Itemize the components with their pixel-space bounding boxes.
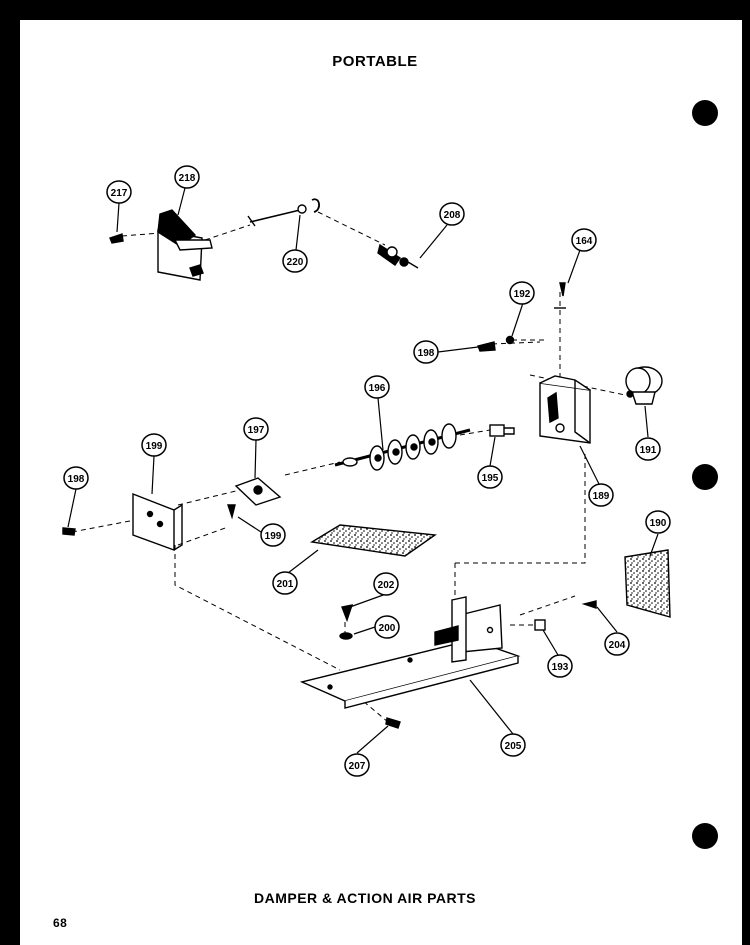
screw-198-part: [477, 341, 496, 352]
callout-164: 164: [571, 228, 597, 252]
callout-201: 201: [272, 571, 298, 595]
callout-200: 200: [374, 615, 400, 639]
callout-195: 195: [477, 465, 503, 489]
washer-192-part: [505, 335, 515, 345]
callout-199-top: 199: [141, 433, 167, 457]
svg-text:202: 202: [378, 580, 395, 591]
bracket-199-part: [132, 492, 183, 552]
svg-text:164: 164: [576, 236, 593, 247]
svg-text:220: 220: [287, 257, 304, 268]
damper-rod-220-part: [247, 198, 320, 227]
screw-207-part: [385, 717, 401, 729]
motor-191-part: [625, 366, 663, 405]
callout-leaders: [67, 187, 659, 754]
svg-text:195: 195: [482, 473, 499, 484]
svg-text:191: 191: [640, 445, 657, 456]
assembly-lines: [71, 211, 626, 723]
callout-199-bottom: 199: [260, 523, 286, 547]
binder-hole-middle: [692, 464, 718, 490]
bracket-189-part: [539, 375, 591, 444]
paper-sheet: [20, 20, 742, 945]
callout-189: 189: [588, 483, 614, 507]
svg-text:205: 205: [505, 741, 522, 752]
callout-190: 190: [645, 510, 671, 534]
screw-199-part: [227, 504, 236, 520]
callout-192: 192: [509, 281, 535, 305]
svg-text:208: 208: [444, 210, 461, 221]
callout-198-top: 198: [413, 340, 439, 364]
callout-205: 205: [500, 733, 526, 757]
svg-text:200: 200: [379, 623, 396, 634]
callout-207: 207: [344, 753, 370, 777]
svg-text:198: 198: [68, 474, 85, 485]
screw-202-part: [341, 604, 354, 623]
page-title: PORTABLE: [332, 53, 418, 70]
svg-text:199: 199: [265, 531, 282, 542]
svg-text:207: 207: [349, 761, 366, 772]
diagram-caption: DAMPER & ACTION AIR PARTS: [254, 890, 476, 906]
callout-197: 197: [243, 417, 269, 441]
callout-balloons: 217 218 220 208 164 192 198 196 197 199 …: [63, 165, 671, 777]
bearing-bracket-197-part: [234, 477, 282, 506]
callout-204: 204: [604, 632, 630, 656]
svg-text:193: 193: [552, 662, 569, 673]
filter-pad-201-part: [309, 524, 437, 557]
svg-text:199: 199: [146, 441, 163, 452]
callout-220: 220: [282, 249, 308, 273]
damper-bracket-218-part: [157, 209, 213, 281]
base-plate-205-part: [299, 596, 521, 709]
filter-190-part: [624, 549, 671, 618]
callout-191: 191: [635, 437, 661, 461]
binder-hole-top: [692, 100, 718, 126]
binder-hole-bottom: [692, 823, 718, 849]
svg-text:192: 192: [514, 289, 531, 300]
callout-208: 208: [439, 202, 465, 226]
damper-shaft-196-part: [334, 423, 471, 471]
svg-text:218: 218: [179, 173, 196, 184]
callout-217: 217: [106, 180, 132, 204]
svg-text:204: 204: [609, 640, 626, 651]
page-number: 68: [53, 916, 68, 930]
svg-text:217: 217: [111, 188, 128, 199]
svg-text:197: 197: [248, 425, 265, 436]
callout-218: 218: [174, 165, 200, 189]
svg-text:201: 201: [277, 579, 294, 590]
svg-text:198: 198: [418, 348, 435, 359]
screw-204-part: [581, 600, 597, 609]
screw-164-part: [554, 282, 566, 309]
link-208-part: [377, 243, 419, 269]
svg-text:196: 196: [369, 383, 386, 394]
bearing-195-part: [489, 424, 515, 437]
callout-202: 202: [373, 572, 399, 596]
svg-text:189: 189: [593, 491, 610, 502]
callout-196: 196: [364, 375, 390, 399]
screw-217-part: [109, 233, 124, 244]
washer-200-part: [339, 632, 353, 640]
callout-193: 193: [547, 654, 573, 678]
svg-text:190: 190: [650, 518, 667, 529]
bushing-193-part: [534, 619, 546, 631]
callout-198-left: 198: [63, 466, 89, 490]
screw-198-left-part: [62, 527, 76, 536]
